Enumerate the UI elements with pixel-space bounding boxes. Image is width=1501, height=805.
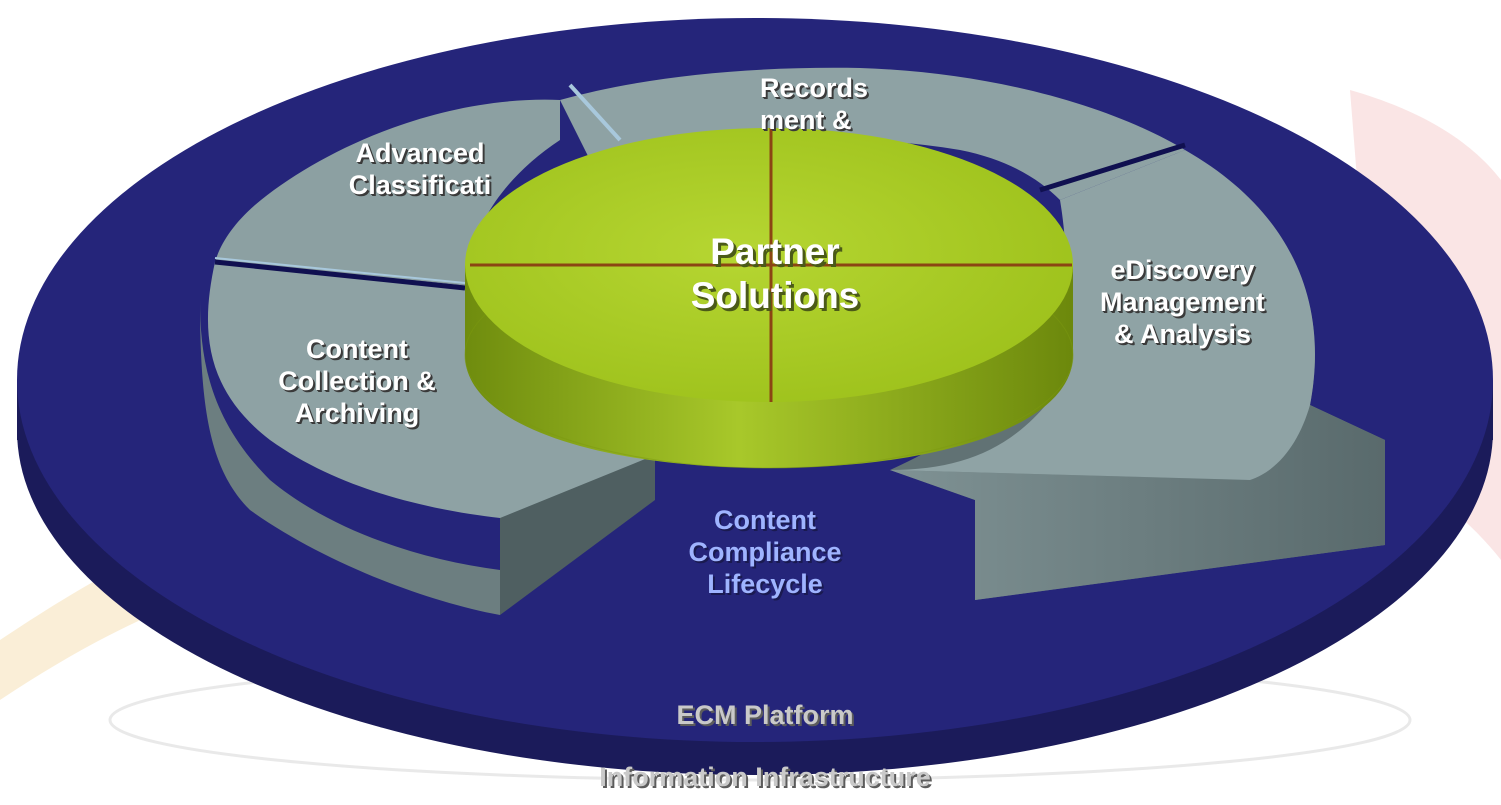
platform-label: ECM Platform <box>676 700 854 730</box>
segment-side-left <box>200 300 500 615</box>
divider-collection-classification-light <box>214 257 466 284</box>
divider-classification-records <box>568 83 622 142</box>
segment-label-records: Records ment & <box>760 73 869 135</box>
segment-top-records <box>560 67 1185 200</box>
segment-front-left <box>500 455 655 615</box>
segment-front-right <box>890 405 1385 600</box>
segment-label-classification: Advanced Classificati <box>348 138 492 200</box>
infrastructure-label: Information Infrastructure <box>599 762 931 792</box>
divider-collection-classification <box>214 259 466 291</box>
segment-top-ediscovery <box>890 150 1315 480</box>
segment-label-collection: Content Collection & Archiving <box>278 334 436 428</box>
segment-top-collection <box>207 262 655 518</box>
partner-solutions-cylinder <box>464 128 1074 469</box>
divider-records-ediscovery <box>1039 142 1186 193</box>
segment-label-ediscovery: eDiscovery Management & Analysis <box>1099 255 1266 349</box>
lifecycle-label: Content Compliance Lifecycle <box>688 505 842 599</box>
center-label-partner-solutions: Partner Solutions <box>690 231 860 316</box>
